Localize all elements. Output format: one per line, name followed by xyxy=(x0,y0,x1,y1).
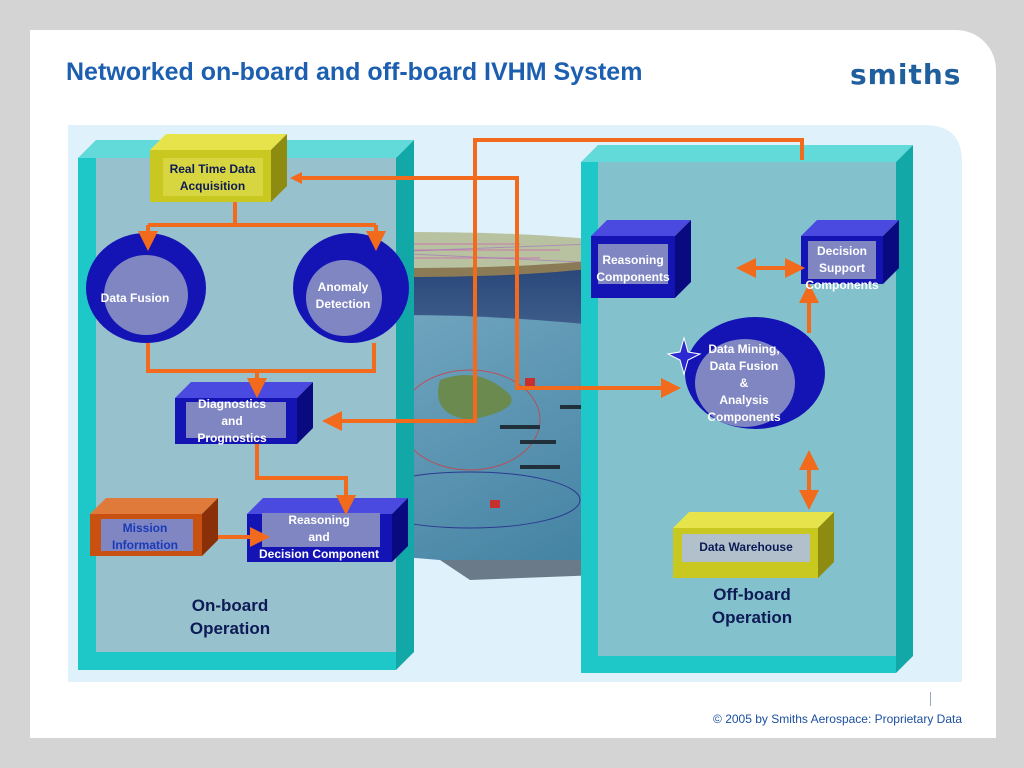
onboard-line-1: On-board xyxy=(191,596,269,615)
anomaly-line-1: Anomaly xyxy=(317,280,369,294)
real-time-line-2: Acquisition xyxy=(179,179,246,193)
anomaly-line-2: Detection xyxy=(315,297,371,311)
offboard-line-1: Off-board xyxy=(713,585,791,604)
diagnostics-line-3: Prognostics xyxy=(197,431,267,445)
mining-line-5: Components xyxy=(707,410,781,424)
mining-line-4: Analysis xyxy=(719,393,769,407)
arrow-diag-to-reasoning xyxy=(255,444,356,515)
mission-line-2: Information xyxy=(112,538,178,552)
arrow-offboard-to-rtda xyxy=(322,138,804,431)
reasoning-line-2: and xyxy=(308,530,330,544)
arrow-to-data-fusion xyxy=(148,223,376,247)
decision-support-label: Decision Support Components xyxy=(796,243,888,294)
reasoning-line-1: Reasoning xyxy=(288,513,350,527)
mission-label: Mission Information xyxy=(97,520,193,554)
reasoning-comp-line-1: Reasoning xyxy=(602,253,664,267)
real-time-line-1: Real Time Data xyxy=(169,162,256,176)
diagnostics-line-1: Diagnostics xyxy=(197,397,266,411)
reasoning-comp-line-2: Components xyxy=(596,270,670,284)
mission-line-1: Mission xyxy=(122,521,168,535)
decision-line-1: Decision xyxy=(816,244,867,258)
data-fusion-node xyxy=(86,233,206,343)
copyright-footer: © 2005 by Smiths Aerospace: Proprietary … xyxy=(713,712,962,726)
real-time-label: Real Time Data Acquisition xyxy=(150,161,275,195)
reasoning-decision-label: Reasoning and Decision Component xyxy=(246,512,392,563)
data-mining-label: Data Mining, Data Fusion & Analysis Comp… xyxy=(694,341,794,426)
flow-arrows xyxy=(146,138,819,547)
footer-divider xyxy=(930,692,931,706)
real-time-data-box xyxy=(150,134,287,202)
offboard-line-2: Operation xyxy=(711,608,793,627)
mining-line-3: & xyxy=(739,376,749,390)
onboard-line-2: Operation xyxy=(189,619,271,638)
anomaly-label: Anomaly Detection xyxy=(300,279,386,313)
decision-support-box xyxy=(801,220,899,284)
reasoning-decision-box xyxy=(247,498,408,562)
data-mining-node xyxy=(666,317,825,429)
mining-line-2: Data Fusion xyxy=(709,359,779,373)
mining-line-1: Data Mining, xyxy=(708,342,780,356)
data-warehouse-box xyxy=(673,512,834,578)
anomaly-detection-node xyxy=(293,233,409,343)
diagnostics-line-2: and xyxy=(221,414,243,428)
arrow-df-to-diag xyxy=(146,343,376,373)
decision-line-3: Components xyxy=(805,278,879,292)
decision-line-2: Support xyxy=(819,261,865,275)
arrow-rtda-to-mining xyxy=(296,176,681,398)
reasoning-line-3: Decision Component xyxy=(258,547,379,561)
mission-information-box xyxy=(90,498,218,556)
reasoning-components-label: Reasoning Components xyxy=(583,252,683,286)
onboard-operation-label: On-board Operation xyxy=(170,594,290,640)
offboard-operation-label: Off-board Operation xyxy=(692,583,812,629)
diagnostics-label: Diagnostics and Prognostics xyxy=(182,396,282,447)
page-title: Networked on-board and off-board IVHM Sy… xyxy=(66,58,643,86)
data-warehouse-label: Data Warehouse xyxy=(699,540,793,554)
data-fusion-label: Data Fusion xyxy=(100,291,170,305)
smiths-logo: smiths xyxy=(850,58,962,91)
reasoning-components-box xyxy=(591,220,691,298)
diagnostics-box xyxy=(175,382,313,444)
